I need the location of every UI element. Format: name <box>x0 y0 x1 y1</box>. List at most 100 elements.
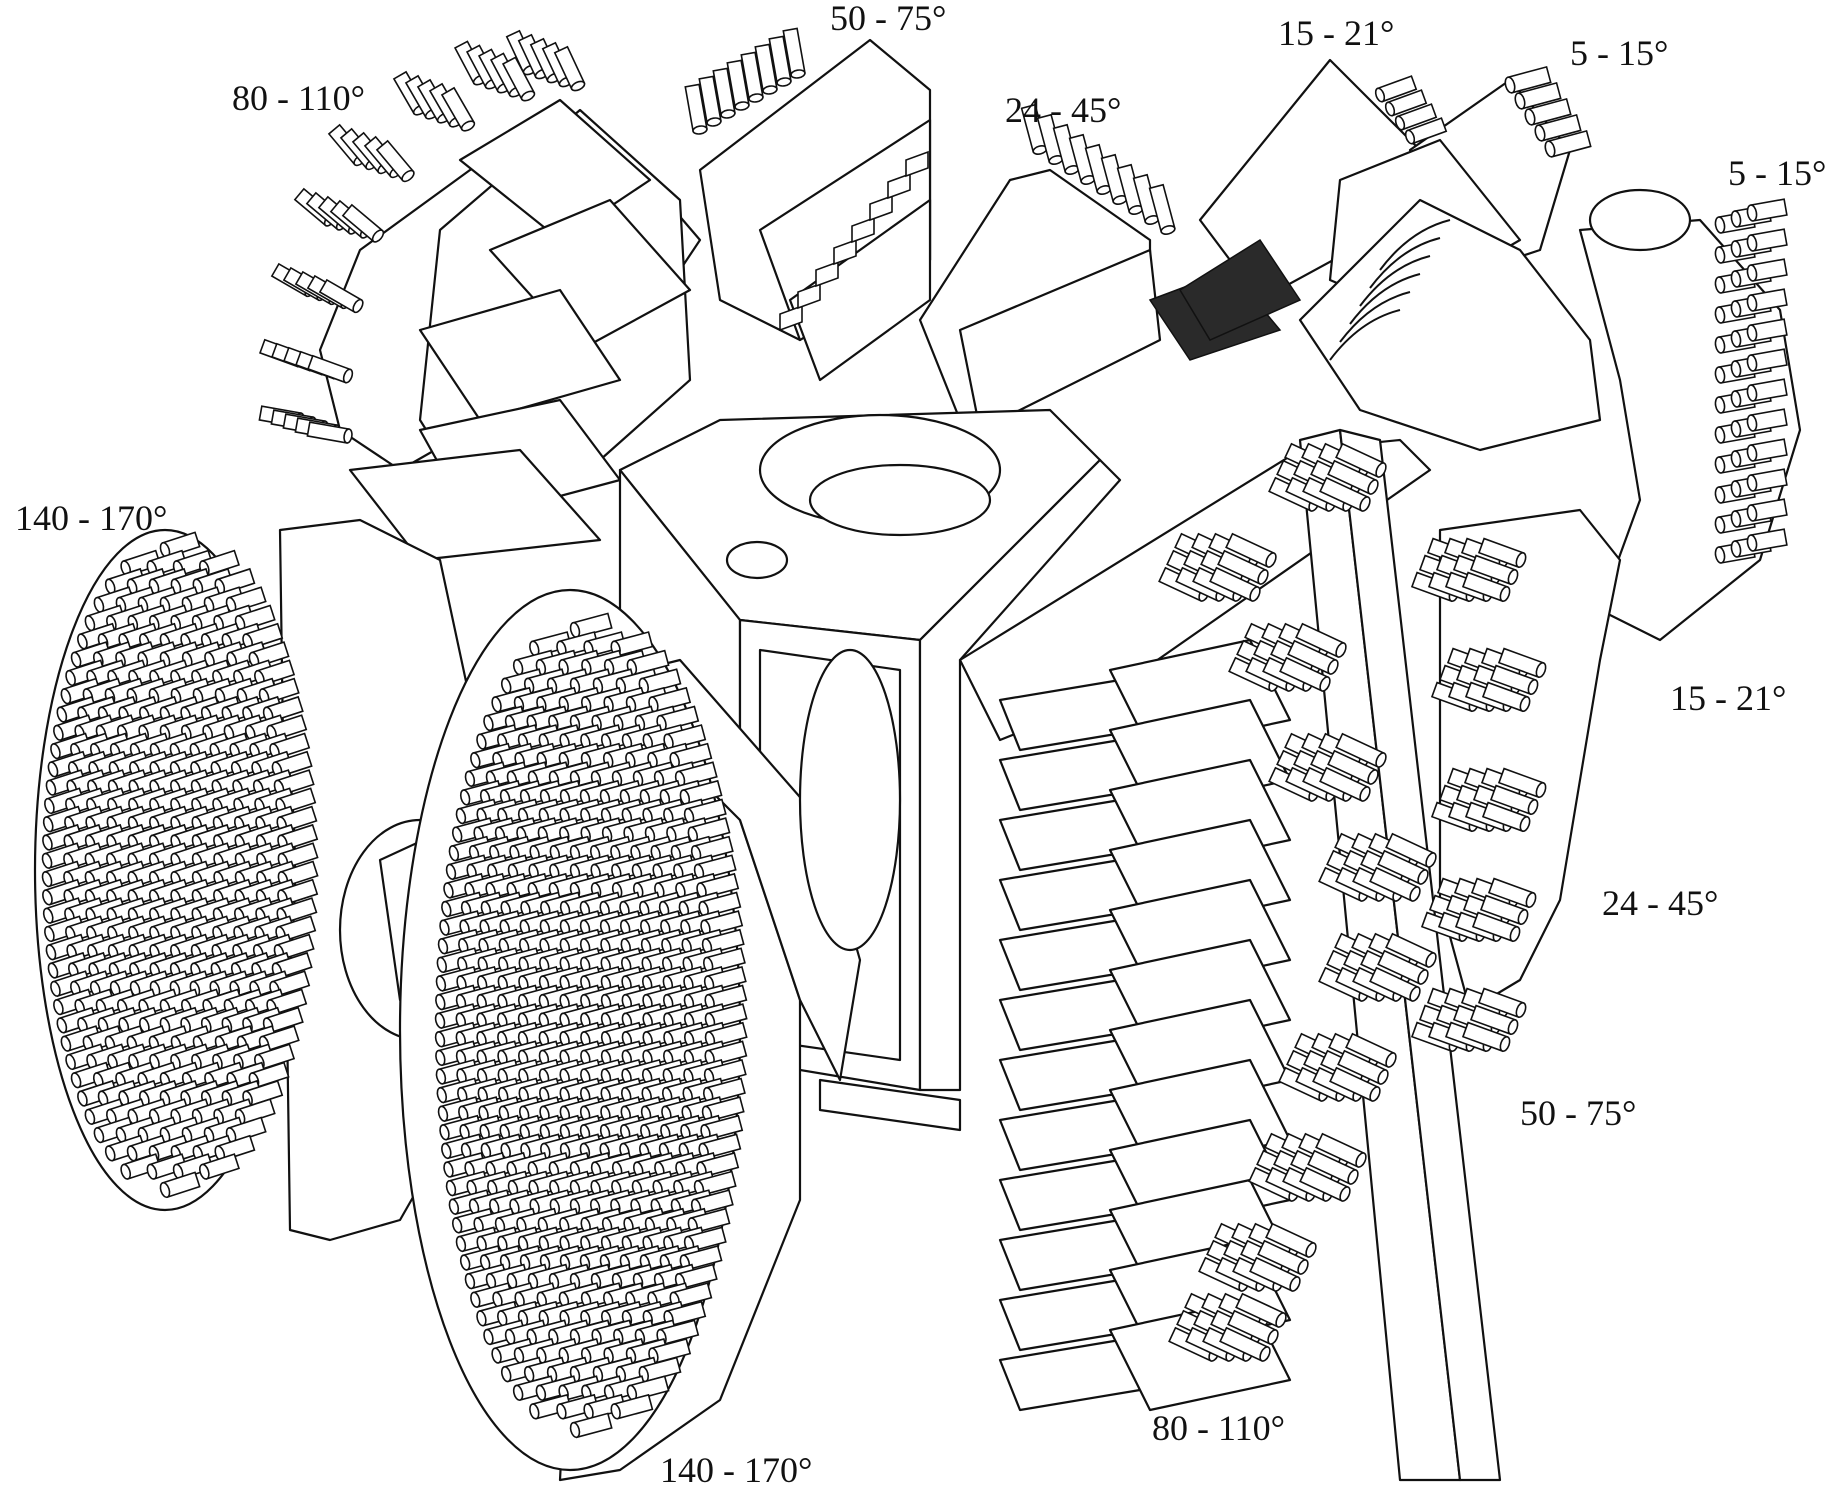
detector-tube <box>1217 549 1269 585</box>
detector-tube <box>1544 129 1592 158</box>
detector-tube <box>1469 1004 1519 1036</box>
label-50-75-top: 50 - 75° <box>830 0 946 38</box>
detector-tube <box>1477 987 1527 1019</box>
detector-tube <box>1497 767 1547 799</box>
detector-tube <box>726 59 750 111</box>
detector-tube <box>1524 97 1572 126</box>
detector-tube <box>318 278 364 314</box>
upper-left-detector-fan <box>258 27 806 562</box>
upper-center-detector-fan <box>698 38 1176 432</box>
detector-tube <box>1384 89 1428 117</box>
detector-tube <box>1319 476 1371 512</box>
label-24-45-top: 24 - 45° <box>1005 90 1121 130</box>
detector-tube <box>1369 866 1421 902</box>
label-15-21-right: 15 - 21° <box>1670 678 1786 718</box>
detector-tube <box>1481 681 1531 713</box>
detector-tube <box>172 549 214 577</box>
detector-tube <box>1481 801 1531 833</box>
detector-tube <box>181 641 223 668</box>
detector-tube <box>1225 532 1277 568</box>
detector-tube <box>1746 408 1788 432</box>
detector-tube <box>1345 1032 1397 1068</box>
detector-tube <box>768 35 792 87</box>
detector-tube <box>754 43 778 95</box>
detector-tube <box>1377 849 1429 885</box>
label-140-170-bottom: 140 - 170° <box>660 1450 812 1490</box>
detector-tube <box>1746 438 1788 462</box>
arc-segment <box>1369 237 1441 289</box>
right-detector-wing <box>958 428 1622 1482</box>
detector-tube <box>1377 949 1429 985</box>
detector-tube <box>92 1061 134 1089</box>
detector-tube <box>1746 198 1788 222</box>
detector-tube <box>341 203 385 243</box>
label-80-110-top-left: 80 - 110° <box>232 78 365 118</box>
detector-tube <box>610 1393 654 1420</box>
detector-tube <box>553 45 586 92</box>
detector-tube <box>146 1153 188 1180</box>
detector-tube <box>1746 228 1788 252</box>
detector-tube <box>1746 258 1788 282</box>
detector-tube <box>1100 153 1128 205</box>
upper-right-tube-bundle <box>1329 65 1788 564</box>
arc-segment <box>1339 291 1411 343</box>
detector-tube <box>690 835 734 862</box>
detector-tube <box>556 631 600 657</box>
detector-tube <box>693 854 737 881</box>
detector-tube <box>1489 664 1539 696</box>
detector-tube <box>375 139 415 183</box>
detector-tube <box>740 51 764 103</box>
detector-tube <box>698 75 722 127</box>
front-detector-dome <box>398 588 902 1482</box>
detector-tube <box>1295 622 1347 658</box>
detector-tube <box>440 86 476 132</box>
detector-tube <box>1404 117 1448 145</box>
arc-segment <box>1349 273 1421 325</box>
detector-tube <box>41 842 83 869</box>
detector-tube <box>1461 571 1511 603</box>
detector-tube <box>1209 566 1261 602</box>
detector-tube <box>702 947 746 974</box>
detector-tube <box>704 1021 748 1048</box>
arc-segment <box>1379 219 1451 271</box>
detector-tube <box>703 1058 747 1085</box>
detector-tube <box>1329 1066 1381 1102</box>
detector-tube <box>569 1412 613 1439</box>
detector-tube <box>696 872 740 899</box>
detector-tube <box>84 1098 126 1125</box>
detector-tube <box>1299 1166 1351 1202</box>
detector-tube <box>1487 877 1537 909</box>
detector-tube <box>701 928 745 955</box>
detector-tube <box>1327 459 1379 495</box>
detector-tube <box>698 891 742 918</box>
stacked-detector-plates <box>998 638 1292 1412</box>
detector-tube <box>684 83 708 135</box>
detector-tube <box>703 965 747 992</box>
detector-tube <box>1279 656 1331 692</box>
detector-tube <box>242 622 284 650</box>
upper-left-tube-bundle <box>258 27 806 444</box>
detector-tube <box>1337 1049 1389 1085</box>
detector-tube <box>1746 378 1788 402</box>
detector-tube <box>1504 65 1552 94</box>
step-notch <box>905 150 929 178</box>
detector-tube <box>656 1319 700 1346</box>
detector-tube <box>569 668 613 695</box>
detector-tube <box>704 1040 748 1067</box>
detector-tube <box>700 910 744 936</box>
detector-tube <box>704 984 748 1011</box>
detector-tube <box>1514 81 1562 110</box>
detector-tube <box>266 714 308 741</box>
detector-tube <box>1327 749 1379 785</box>
detector-tube <box>1249 1256 1301 1292</box>
detector-tube <box>1746 498 1788 522</box>
detector-tube <box>269 732 311 760</box>
label-140-170-left: 140 - 170° <box>15 498 167 538</box>
detector-tube <box>1219 1326 1271 1362</box>
detector-tube <box>1257 1239 1309 1275</box>
label-5-15-right: 5 - 15° <box>1728 153 1826 193</box>
far-right-tube-clusters <box>1410 537 1547 1053</box>
label-15-21-top: 15 - 21° <box>1278 13 1394 53</box>
